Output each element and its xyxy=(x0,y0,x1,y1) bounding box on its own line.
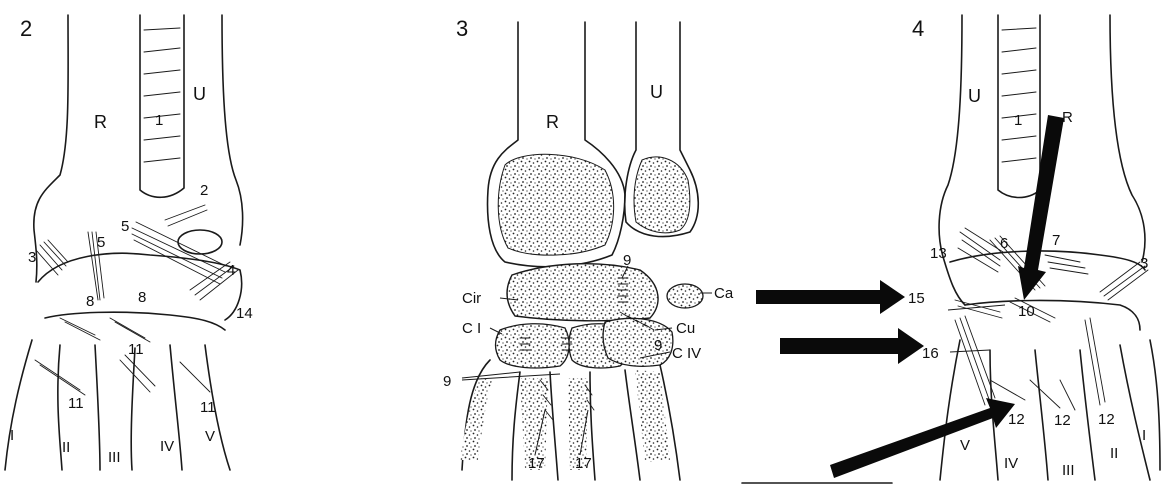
panel-3-label-cir: Cir xyxy=(462,290,481,307)
panel-4-label-mc-III: III xyxy=(1062,462,1075,479)
panel-3-radius-epiphysis xyxy=(498,154,613,255)
panel-2-growth-lines xyxy=(144,28,180,162)
arrow-pointing-to-12 xyxy=(830,398,1015,478)
panel-4-label-15: 15 xyxy=(908,290,925,307)
panel-3-label-ci: C I xyxy=(462,320,481,337)
panel-3-ulna-epiphysis xyxy=(634,157,690,233)
panel-4-label-7: 7 xyxy=(1052,232,1060,249)
panel-4-label-13: 13 xyxy=(930,245,947,262)
panel-4-label-10: 10 xyxy=(1018,303,1035,320)
panel-2-carpal-row-proximal xyxy=(38,253,242,320)
panel-3-radial-carpal-bone xyxy=(507,264,658,321)
panel-4-number: 4 xyxy=(912,16,924,41)
panel-4-label-12-a: 12 xyxy=(1008,411,1025,428)
panel-4-label-6: 6 xyxy=(1000,235,1008,252)
panel-2-label-11-right: 11 xyxy=(200,399,216,416)
panel-4-label-mc-V: V xyxy=(960,437,970,454)
panel-4-growth-lines xyxy=(1002,28,1036,162)
panel-4-ulna-shaft xyxy=(998,15,1040,198)
panel-2-label-mc-II: II xyxy=(62,439,70,456)
panel-2-label-8-left: 8 xyxy=(86,293,94,310)
panel-2-carpal-row-distal xyxy=(45,312,225,330)
panel-4-label-mc-IV: IV xyxy=(1004,455,1018,472)
panel-2-label-3: 3 xyxy=(28,249,36,266)
panel-2-label-4: 4 xyxy=(227,262,235,279)
panel-4-label-12-b: 12 xyxy=(1054,412,1071,429)
panel-4-ligament-fibres xyxy=(955,228,1148,410)
panel-3-accessory-carpal-bone xyxy=(667,284,703,308)
panel-2-label-5-right: 5 xyxy=(121,218,129,235)
panel-3-label-9-top: 9 xyxy=(623,252,631,269)
panel-3-label-civ: C IV xyxy=(672,345,701,362)
panel-3-label-17-right: 17 xyxy=(575,455,592,472)
panel-2-number: 2 xyxy=(20,16,32,41)
panel-2-label-14: 14 xyxy=(236,305,253,322)
panel-2-label-5-left: 5 xyxy=(97,234,105,251)
panel-2-label-2: 2 xyxy=(200,182,208,199)
panel-2-carpus-palmar-view: 2 R U 1 2 3 4 5 5 8 8 xyxy=(5,15,253,470)
panel-4-carpal-rows xyxy=(950,251,1145,330)
panel-4-label-radius: R xyxy=(1062,109,1073,126)
panel-2-label-11-center: 11 xyxy=(128,341,144,358)
panel-2-ulna-shaft xyxy=(140,15,184,197)
panel-2-label-8-right: 8 xyxy=(138,289,146,306)
arrow-pointing-down-to-10 xyxy=(1018,115,1064,300)
panel-4-label-1: 1 xyxy=(1014,112,1022,129)
panel-4-label-12-c: 12 xyxy=(1098,411,1115,428)
panel-4-leader-16 xyxy=(950,350,990,352)
panel-2-label-11-left: 11 xyxy=(68,395,84,412)
panel-3-label-radius: R xyxy=(546,112,559,132)
arrow-pointing-to-15 xyxy=(756,280,905,314)
panel-3-label-9-right: 9 xyxy=(654,337,662,354)
panel-3-label-ca: Ca xyxy=(714,285,734,302)
panel-3-carpus-section: 3 R U 9 Cir xyxy=(443,16,734,480)
panel-2-label-ulna: U xyxy=(193,84,206,104)
panel-3-label-cu: Cu xyxy=(676,320,695,337)
panel-3-label-9-left: 9 xyxy=(443,373,451,390)
panel-4-radius-outline xyxy=(1110,15,1145,262)
panel-4-label-16: 16 xyxy=(922,345,939,362)
panel-3-label-17-left: 17 xyxy=(528,455,545,472)
panel-2-label-mc-III: III xyxy=(108,449,121,466)
panel-4-label-3: 3 xyxy=(1140,255,1148,272)
panel-2-label-mc-IV: IV xyxy=(160,438,174,455)
panel-3-carpal-IV xyxy=(603,318,673,366)
panel-2-label-mc-V: V xyxy=(205,428,215,445)
arrow-pointing-to-16 xyxy=(780,328,924,364)
panel-4-metacarpals xyxy=(940,340,1160,480)
panel-3-metacarpal-marrow-4 xyxy=(460,378,492,460)
panel-2-accessory-carpal xyxy=(178,230,222,254)
panel-4-label-mc-II: II xyxy=(1110,445,1118,462)
panel-3-number: 3 xyxy=(456,16,468,41)
panel-3-carpal-I xyxy=(496,324,570,368)
panel-2-label-radius: R xyxy=(94,112,107,132)
panel-3-label-ulna: U xyxy=(650,82,663,102)
panel-4-label-ulna: U xyxy=(968,86,981,106)
panel-2-ulna-outline xyxy=(222,15,243,245)
panel-4-label-mc-I: I xyxy=(1142,427,1146,444)
panel-2-label-mc-I: I xyxy=(10,427,14,444)
panel-2-radius-outline xyxy=(34,15,68,282)
panel-2-label-1: 1 xyxy=(155,112,163,129)
